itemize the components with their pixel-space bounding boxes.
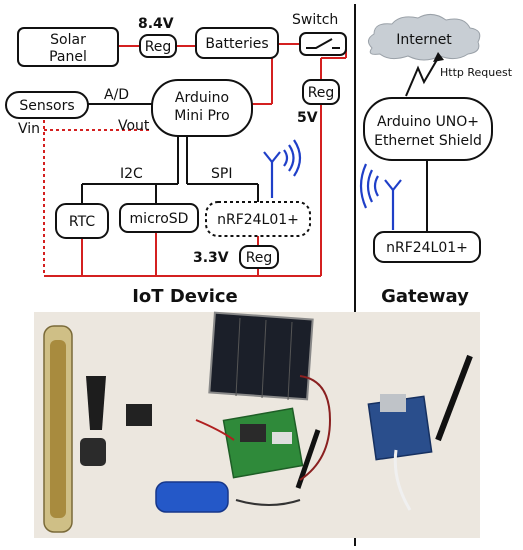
batteries-box: Batteries — [195, 27, 279, 59]
solar-panel-label-line1: Solar — [50, 32, 86, 48]
spi-label: SPI — [211, 166, 232, 182]
reg-top-label: Reg — [145, 39, 172, 55]
solar-panel-box: Solar Panel — [17, 27, 119, 67]
ad-label: A/D — [104, 87, 129, 103]
microsd-box: microSD — [119, 203, 199, 233]
batteries-label: Batteries — [205, 36, 268, 52]
http-request-label: Http Request — [440, 66, 513, 79]
antenna-icon — [263, 139, 302, 198]
wire-icon — [235, 499, 301, 506]
switch-icon — [306, 38, 340, 49]
signal-wiring — [81, 103, 428, 232]
solar-panel-label-line2: Panel — [49, 49, 87, 65]
arduino-uno-label-line1: Arduino UNO+ — [377, 114, 479, 130]
main-board-icon — [222, 407, 304, 479]
http-request-arrow — [405, 52, 444, 97]
reg-right-label: Reg — [308, 85, 335, 101]
i2c-label: I2C — [120, 166, 143, 182]
microsd-label: microSD — [130, 211, 189, 227]
sensors-box: Sensors — [5, 91, 89, 119]
arduino-board-icon — [367, 394, 433, 461]
wire-icon — [195, 419, 235, 441]
rtc-box: RTC — [55, 203, 109, 239]
nrf-gateway-box: nRF24L01+ — [373, 231, 481, 263]
nrf-gateway-label: nRF24L01+ — [386, 240, 468, 256]
vout-label: Vout — [118, 118, 150, 134]
solar-panel-icon — [208, 311, 314, 401]
soil-probe-icon — [43, 325, 73, 533]
usb-cable-icon — [393, 449, 412, 511]
arduino-label-line1: Arduino — [175, 90, 229, 106]
voltage-5v-label: 5V — [297, 110, 318, 126]
voltage-3v3-label: 3.3V — [193, 250, 229, 266]
reg-bottom-box: Reg — [239, 245, 279, 269]
sensors-label: Sensors — [19, 98, 74, 114]
gateway-antenna-photo-icon — [435, 354, 473, 442]
internet-cloud: Internet — [368, 14, 481, 61]
iot-device-title: IoT Device — [132, 286, 238, 307]
rtc-label: RTC — [69, 214, 95, 230]
hardware-photo — [34, 311, 480, 538]
display-module-icon — [126, 404, 152, 426]
wire-icon — [299, 375, 332, 481]
gateway-antenna-icon — [359, 163, 402, 230]
switch-box — [299, 32, 347, 56]
reg-top-box: Reg — [139, 34, 177, 58]
reg-bottom-label: Reg — [246, 250, 273, 266]
switch-label: Switch — [292, 12, 338, 28]
arduino-uno-box: Arduino UNO+ Ethernet Shield — [363, 97, 493, 161]
nrf-device-label: nRF24L01+ — [217, 212, 299, 228]
vin-label: Vin — [18, 121, 40, 137]
voltage-8v4-label: 8.4V — [138, 16, 174, 32]
nrf-device-box: nRF24L01+ — [205, 201, 311, 237]
moisture-sensor-icon — [80, 376, 106, 466]
gateway-title: Gateway — [381, 286, 469, 307]
reg-right-box: Reg — [302, 79, 340, 105]
arduino-mini-pro-box: Arduino Mini Pro — [151, 79, 253, 137]
arduino-uno-label-line2: Ethernet Shield — [374, 133, 482, 149]
internet-label: Internet — [396, 32, 452, 48]
battery-pack-icon — [155, 481, 229, 513]
arduino-label-line2: Mini Pro — [174, 108, 229, 124]
